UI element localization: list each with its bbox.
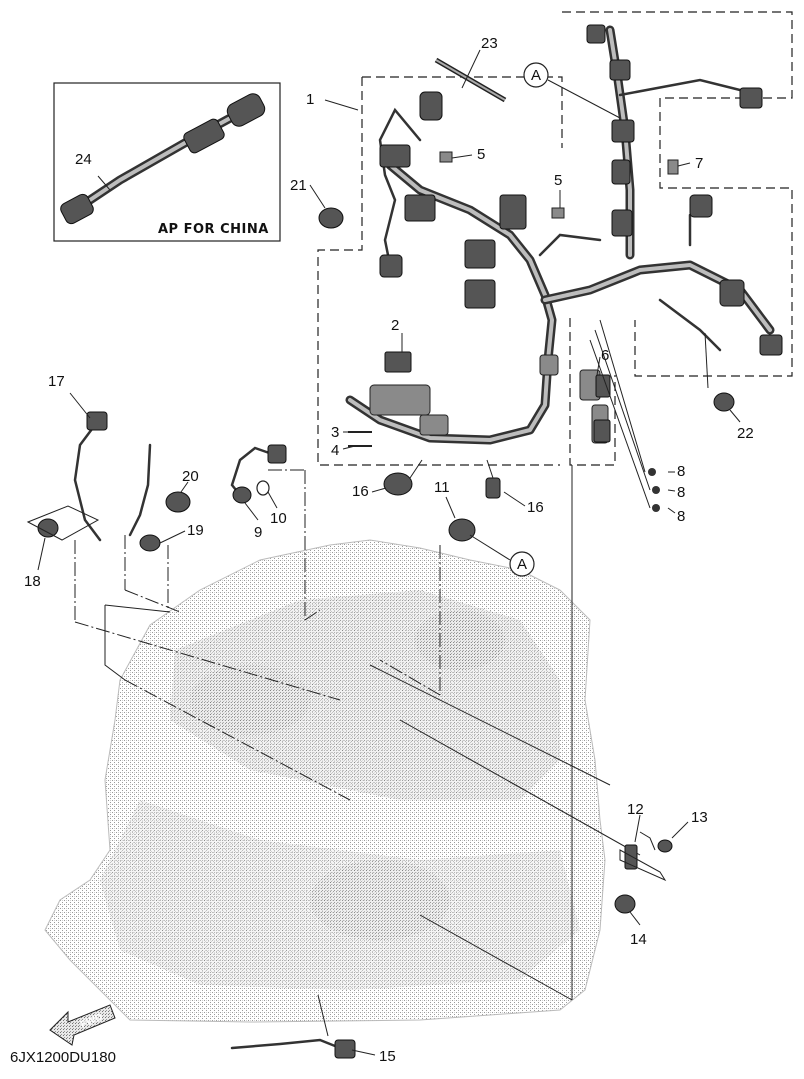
right-lower-parts: FWD bbox=[49, 465, 673, 1059]
callout-9: 9 bbox=[254, 524, 262, 541]
callout-14: 14 bbox=[630, 931, 647, 948]
callout-13: 13 bbox=[691, 809, 708, 826]
callout-19: 19 bbox=[187, 522, 204, 539]
callout-4: 4 bbox=[331, 442, 339, 459]
main-harness-outline bbox=[317, 11, 793, 466]
callout-6: 6 bbox=[601, 347, 609, 364]
callout-16b: 16 bbox=[527, 499, 544, 516]
ref-marker-a-bottom: A bbox=[517, 556, 527, 573]
callout-22: 22 bbox=[737, 425, 754, 442]
callout-16a: 16 bbox=[352, 483, 369, 500]
ref-marker-a-top: A bbox=[531, 67, 541, 84]
left-sensor-parts bbox=[26, 411, 511, 801]
callout-8a: 8 bbox=[677, 463, 685, 480]
callout-3: 3 bbox=[331, 424, 339, 441]
callout-2: 2 bbox=[391, 317, 399, 334]
inset-box-china: AP FOR CHINA bbox=[53, 82, 281, 242]
engine-block-illustration bbox=[44, 539, 606, 1023]
callout-8c: 8 bbox=[677, 508, 685, 525]
diagram-code: 6JX1200DU180 bbox=[10, 1049, 116, 1066]
callout-18: 18 bbox=[24, 573, 41, 590]
callout-17: 17 bbox=[48, 373, 65, 390]
callout-5b: 5 bbox=[554, 172, 562, 189]
callout-12: 12 bbox=[627, 801, 644, 818]
callout-5a: 5 bbox=[477, 146, 485, 163]
callout-labels: 1 2 3 4 5 5 6 7 8 8 8 9 10 11 12 13 14 1… bbox=[24, 35, 754, 1065]
reference-markers: A A bbox=[509, 62, 621, 577]
callout-7: 7 bbox=[695, 155, 703, 172]
callout-leaders bbox=[37, 49, 741, 1056]
callout-8b: 8 bbox=[677, 484, 685, 501]
callout-20: 20 bbox=[182, 468, 199, 485]
callout-21: 21 bbox=[290, 177, 307, 194]
callout-15: 15 bbox=[379, 1048, 396, 1065]
inset-caption: AP FOR CHINA bbox=[158, 222, 269, 237]
main-wiring-harness bbox=[318, 24, 783, 512]
callout-1: 1 bbox=[306, 91, 314, 108]
callout-24: 24 bbox=[75, 151, 92, 168]
callout-23: 23 bbox=[481, 35, 498, 52]
callout-11: 11 bbox=[434, 479, 450, 496]
callout-10: 10 bbox=[270, 510, 287, 527]
